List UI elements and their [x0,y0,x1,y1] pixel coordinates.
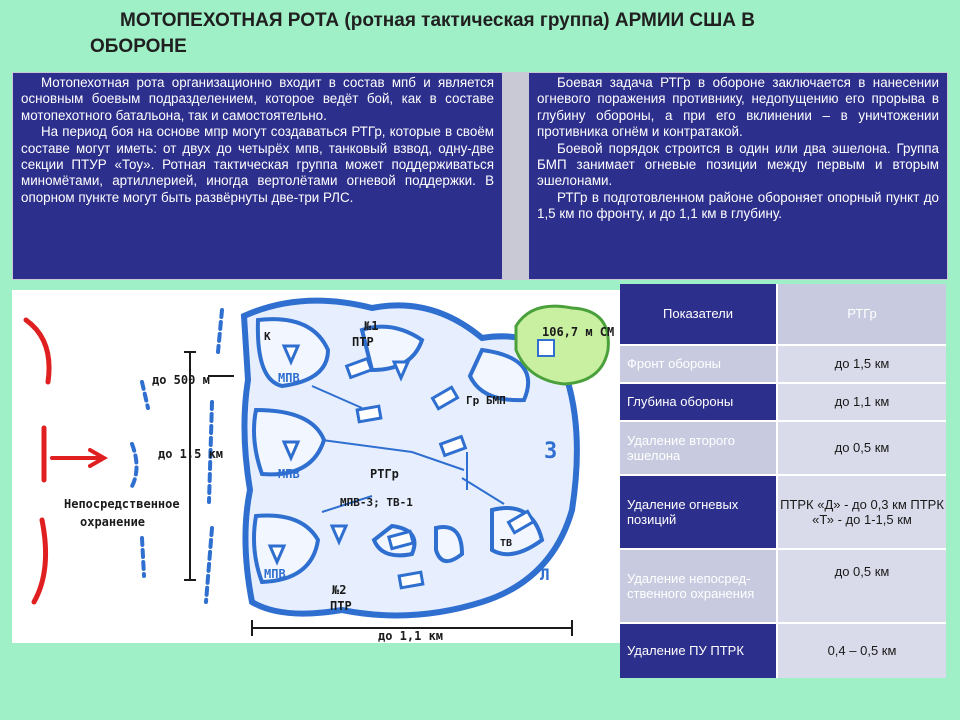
right-paragraph-1: Боевая задача РТГр в обороне заключается… [537,75,939,140]
height-marker [514,304,610,386]
guard-label-1: Непосредственное [64,497,180,511]
dim-label-11: до 1,1 км [378,629,443,643]
table-row: Фронт обороны до 1,5 км [620,346,946,382]
left-paragraph-1: Мотопехотная рота организационно входит … [21,75,494,123]
tank-symbols [344,356,536,590]
position-number-3: 3 [544,439,557,464]
row-label-depth: Глубина обороны [620,384,776,420]
row-value-depth: до 1,1 км [778,384,946,420]
height-label: 106,7 м СМ [542,325,614,339]
left-text-panel: Мотопехотная рота организационно входит … [12,72,503,280]
enemy-symbol [23,317,109,605]
tactical-diagram: до 500 м до 1,5 км до 1,1 км Непосредств… [12,290,620,643]
dim-label-15: до 1,5 км [158,447,223,461]
row-label-front: Фронт обороны [620,346,776,382]
tank-platoon-label: ТВ [500,538,512,549]
row-label-launcher: Удаление ПУ ПТРК [620,624,776,678]
header-indicators: Показатели [620,284,776,344]
rtgr-label: РТГр [370,467,399,481]
row-label-outpost: Удаление непосред-ственного охранения [620,550,776,622]
panel-divider [503,72,528,280]
left-paragraph-2: На период боя на основе мпр могут создав… [21,124,494,205]
command-lines [311,385,505,513]
position-label-l: Л [540,565,550,584]
table-row: Удаление огневых позиций ПТРК «Д» - до 0… [620,476,946,548]
right-text-panel: Боевая задача РТГр в обороне заключается… [528,72,948,280]
right-paragraph-2: Боевой порядок строится в один или два э… [537,140,939,189]
table-row: Удаление второго эшелона до 0,5 км [620,422,946,474]
dim-label-500: до 500 м [152,373,210,387]
table-header-row: Показатели РТГр [620,284,946,344]
guard-label-2: охранение [80,515,145,529]
mpv-label-1: МПВ [278,371,300,385]
table-row: Глубина обороны до 1,1 км [620,384,946,420]
title-line-2: ОБОРОНЕ [90,36,187,57]
tactical-diagram-svg: до 500 м до 1,5 км до 1,1 км Непосредств… [23,297,614,643]
right-paragraph-3: РТГр в подготовленном районе обороняет о… [537,189,939,222]
bmp-group-label: Гр БМП [466,394,506,407]
row-value-second-echelon: до 0,5 км [778,422,946,474]
title-line-1: МОТОПЕХОТНАЯ РОТА (ротная тактическая гр… [120,10,755,31]
ptr-label-1: ПТР [352,335,374,349]
mpv-label-3: МПВ [264,567,286,581]
row-label-second-echelon: Удаление второго эшелона [620,422,776,474]
dimension-lines [184,351,573,636]
mpv-label-2: МПВ [278,467,300,481]
indicators-table: Показатели РТГр Фронт обороны до 1,5 км … [620,284,946,678]
composition-label: МПВ-3; ТВ-1 [340,496,413,509]
page-title: МОТОПЕХОТНАЯ РОТА (ротная тактическая гр… [0,8,960,60]
row-value-front: до 1,5 км [778,346,946,382]
defense-lines [128,308,224,604]
table-row: Удаление ПУ ПТРК 0,4 – 0,5 км [620,624,946,678]
k-label: К [264,330,271,343]
table-row: Удаление непосред-ственного охранения до… [620,550,946,622]
ptr-number-2: №2 [332,583,346,597]
ptr-number-1: №1 [364,319,378,333]
anti-tank-symbols [267,344,411,566]
ptr-label-2: ПТР [330,599,352,613]
header-rtgr: РТГр [778,284,946,344]
row-label-fire-positions: Удаление огневых позиций [620,476,776,548]
row-value-launcher: 0,4 – 0,5 км [778,624,946,678]
row-value-outpost: до 0,5 км [778,550,946,622]
row-value-fire-positions: ПТРК «Д» - до 0,3 км ПТРК «Т» - до 1-1,5… [778,476,946,548]
